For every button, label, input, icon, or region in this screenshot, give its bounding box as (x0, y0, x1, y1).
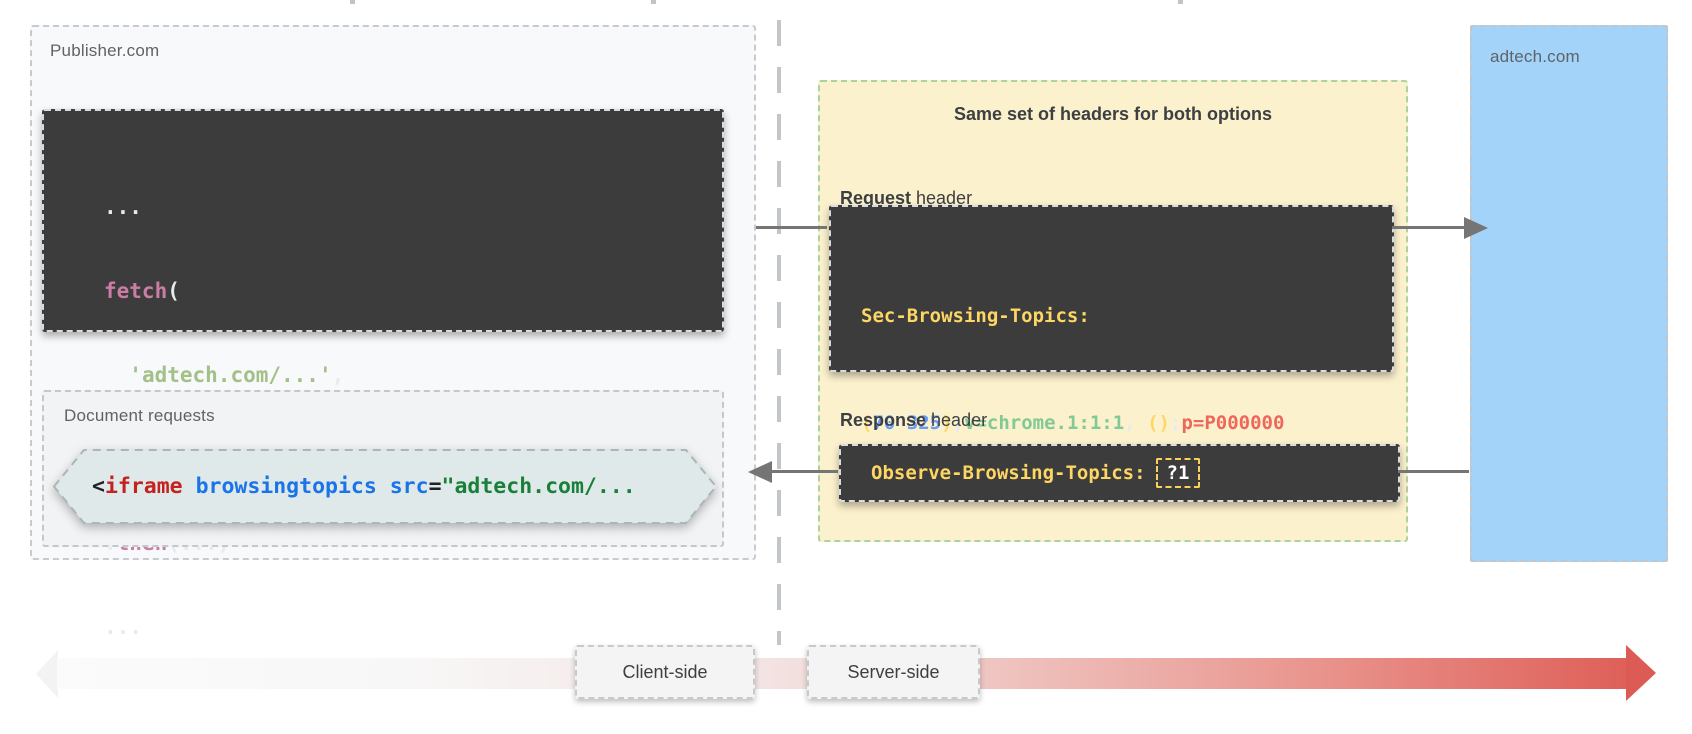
request-arrowhead-icon (1464, 217, 1488, 239)
request-header-label: Request header (840, 188, 972, 209)
server-side-label: Server-side (847, 661, 940, 682)
response-arrow-left-segment (770, 470, 838, 473)
timeline-right-arrowhead-icon (1626, 645, 1656, 701)
fetch-code-block: ... fetch( 'adtech.com/...', {browsingTo… (42, 109, 724, 639)
response-arrow-right-segment (1398, 470, 1469, 473)
server-side-badge: Server-side (807, 645, 980, 699)
code-line: 'adtech.com/...', (129, 363, 345, 387)
headers-panel: Same set of headers for both options Req… (818, 80, 1408, 542)
iframe-code: <iframe browsingtopics src="adtech.com/.… (92, 474, 636, 499)
code-line: ... (104, 615, 142, 639)
request-header-name: Sec-Browsing-Topics: (861, 305, 1090, 327)
code-line: fetch( (104, 279, 180, 303)
request-arrow-right-segment (1392, 226, 1468, 229)
response-header-value: ?1 (1155, 458, 1201, 488)
adtech-label: adtech.com (1490, 47, 1580, 66)
publisher-label: Publisher.com (50, 41, 160, 60)
document-requests-box: Document requests <iframe browsingtopics… (42, 390, 724, 547)
document-requests-label: Document requests (64, 406, 215, 425)
response-label-bold: Response (840, 410, 927, 430)
code-line: ... (104, 195, 142, 219)
cropped-artifact-tick (651, 0, 656, 4)
cropped-artifact-tick (1178, 0, 1183, 4)
request-arrow-left-segment (756, 226, 827, 229)
response-label-rest: header (926, 410, 988, 430)
client-side-label: Client-side (622, 661, 708, 682)
request-label-bold: Request (840, 188, 912, 208)
publisher-container: Publisher.com ... fetch( 'adtech.com/...… (30, 25, 756, 639)
response-arrowhead-icon (748, 461, 772, 483)
response-header-name: Observe-Browsing-Topics: (871, 462, 1146, 484)
timeline-left-arrowhead-icon (36, 650, 58, 698)
cropped-artifact-tick (350, 0, 355, 4)
client-side-badge: Client-side (575, 645, 755, 699)
client-server-divider (777, 20, 781, 645)
headers-panel-title: Same set of headers for both options (953, 104, 1273, 124)
request-header-value: (70 325);v=chrome.1:1:1, ();p=P000000 (861, 412, 1285, 434)
request-label-rest: header (911, 188, 973, 208)
request-header-block: Sec-Browsing-Topics: (70 325);v=chrome.1… (829, 205, 1394, 434)
iframe-hexagon: <iframe browsingtopics src="adtech.com/.… (52, 448, 718, 525)
adtech-container: adtech.com (1470, 25, 1668, 562)
hexagon-shape (52, 449, 718, 524)
response-header-label: Response header (840, 410, 987, 431)
response-header-block: Observe-Browsing-Topics: ?1 (839, 444, 1400, 502)
